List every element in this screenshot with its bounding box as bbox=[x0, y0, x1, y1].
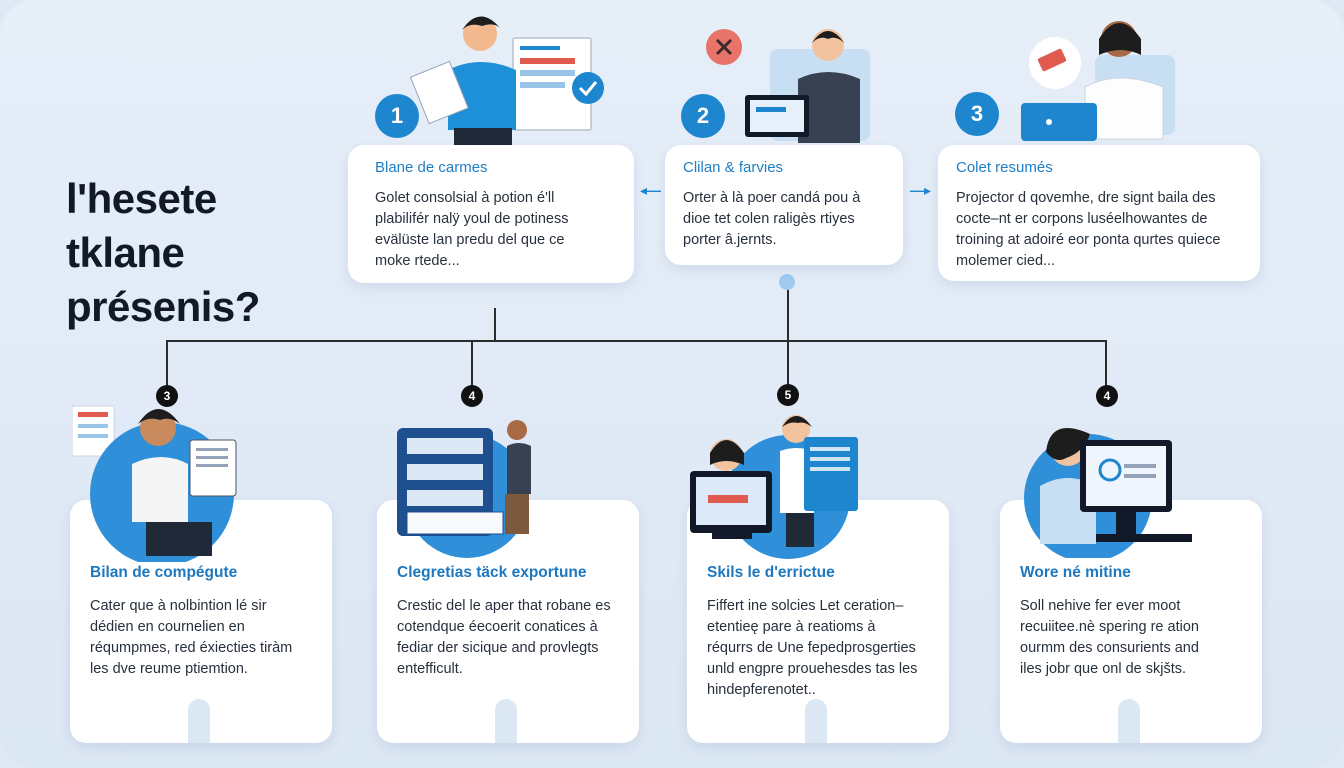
card-body-line: hindepferenotet.. bbox=[707, 682, 816, 698]
card-body-line: cocte–nt er corpons luséelhowantes de bbox=[956, 211, 1208, 227]
card-notch bbox=[495, 699, 517, 743]
card-body: Orter à là poer candá pou à dioe tet col… bbox=[683, 188, 885, 251]
card-heading: Wore né mitine bbox=[1020, 564, 1131, 581]
card-body-line: unld engpre prouehesdes tas les bbox=[707, 661, 918, 677]
connector-line bbox=[471, 340, 473, 388]
card-notch bbox=[805, 699, 827, 743]
card-body: Projector d qovemhe, dre signt baila des… bbox=[956, 188, 1242, 272]
presenter-illustration bbox=[410, 16, 604, 145]
card-body-line: etentieę pare à reatioms à bbox=[707, 619, 876, 635]
card-body-line: porter â.jernts. bbox=[683, 232, 777, 248]
connector-line bbox=[166, 340, 1107, 342]
card-heading: Blane de carmes bbox=[375, 159, 488, 176]
card-body: Fiffert ine solcies Let ceration– etenti… bbox=[707, 596, 929, 701]
connector-line bbox=[1105, 340, 1107, 388]
card-body-line: Crestic del le aper that robane es bbox=[397, 598, 611, 614]
card-body: Crestic del le aper that robane es coten… bbox=[397, 596, 619, 680]
card-body-line: Cater que à nolbintion lé sir bbox=[90, 598, 267, 614]
step-number-badge: 1 bbox=[375, 94, 419, 138]
card-body-line: réqurrs de Une fepedprosgerties bbox=[707, 640, 916, 656]
card-heading: Colet resumés bbox=[956, 159, 1053, 176]
card-body-line: ourmm des consurients and bbox=[1020, 640, 1199, 656]
laptop-user-illustration bbox=[706, 29, 870, 143]
title-line: présenis? bbox=[66, 283, 260, 330]
card-body-line: molemer cied... bbox=[956, 253, 1056, 269]
card-body-line: réqumpmes, red éxiecties tiràm bbox=[90, 640, 293, 656]
card-notch bbox=[1118, 699, 1140, 743]
card-body-line: plabilifér nalÿ youl de potiness bbox=[375, 211, 569, 227]
card-body-line: Fiffert ine solcies Let ceration– bbox=[707, 598, 904, 614]
monitor-user-illustration bbox=[1024, 428, 1192, 558]
step-card: Colet resumés Projector d qovemhe, dre s… bbox=[938, 145, 1260, 281]
step-node: 5 bbox=[777, 384, 799, 406]
title-line: l'hesete bbox=[66, 175, 217, 222]
arrow-left-icon: ◂— bbox=[640, 182, 662, 198]
card-body-line: Projector d qovemhe, dre signt baila des bbox=[956, 190, 1216, 206]
card-body: Soll nehive fer ever moot recuiitee.nè s… bbox=[1020, 596, 1242, 680]
card-body-line: moke rtede... bbox=[375, 253, 460, 269]
card-body-line: dioe tet colen raligès rtiyes bbox=[683, 211, 855, 227]
card-body-line: entefficult. bbox=[397, 661, 463, 677]
card-body-line: Soll nehive fer ever moot bbox=[1020, 598, 1181, 614]
card-heading: Skils le d'errictue bbox=[707, 564, 835, 581]
card-heading: Clilan & farvies bbox=[683, 159, 784, 176]
desk-user-illustration bbox=[1021, 21, 1175, 141]
card-body-line: dédien en cournelien en bbox=[90, 619, 245, 635]
card-body-line: Golet consolsial à potion é'll bbox=[375, 190, 555, 206]
connector-line bbox=[166, 340, 168, 388]
step-number-badge: 3 bbox=[955, 92, 999, 136]
step-node: 4 bbox=[461, 385, 483, 407]
printer-illustration bbox=[397, 420, 531, 558]
step-node: 3 bbox=[156, 385, 178, 407]
step-card: Blane de carmes Golet consolsial à potio… bbox=[348, 145, 634, 283]
card-heading: Bilan de compégute bbox=[90, 564, 238, 581]
connector-line bbox=[787, 340, 789, 388]
card-body-line: troining at adoiré eor ponta qurtes quie… bbox=[956, 232, 1221, 248]
title-line: tklane bbox=[66, 229, 185, 276]
connector-dot bbox=[779, 274, 795, 290]
card-body-line: iles jobr que onl de skjšts. bbox=[1020, 661, 1187, 677]
team-screen-illustration bbox=[690, 415, 858, 559]
card-body-line: cotendque éecoerit conatices à bbox=[397, 619, 598, 635]
card-heading: Clegretias täck exportune bbox=[397, 564, 587, 581]
reader-illustration bbox=[72, 405, 237, 562]
card-body: Golet consolsial à potion é'll plabilifé… bbox=[375, 188, 616, 272]
arrow-right-icon: —▸ bbox=[910, 182, 932, 198]
page-title: l'hesete tklane présenis? bbox=[66, 172, 346, 334]
card-body: Cater que à nolbintion lé sir dédien en … bbox=[90, 596, 312, 680]
connector-line bbox=[494, 308, 496, 342]
card-body-line: evälüste lan predu del que ce bbox=[375, 232, 565, 248]
connector-line bbox=[787, 285, 789, 342]
card-body-line: Orter à là poer candá pou à bbox=[683, 190, 861, 206]
card-body-line: fediar der sicique and provlegts bbox=[397, 640, 599, 656]
step-card: Clilan & farvies Orter à là poer candá p… bbox=[665, 145, 903, 265]
card-notch bbox=[188, 699, 210, 743]
step-node: 4 bbox=[1096, 385, 1118, 407]
card-body-line: les dve reume ptiemtion. bbox=[90, 661, 248, 677]
card-body-line: recuiitee.nè spering re ation bbox=[1020, 619, 1199, 635]
step-number-badge: 2 bbox=[681, 94, 725, 138]
